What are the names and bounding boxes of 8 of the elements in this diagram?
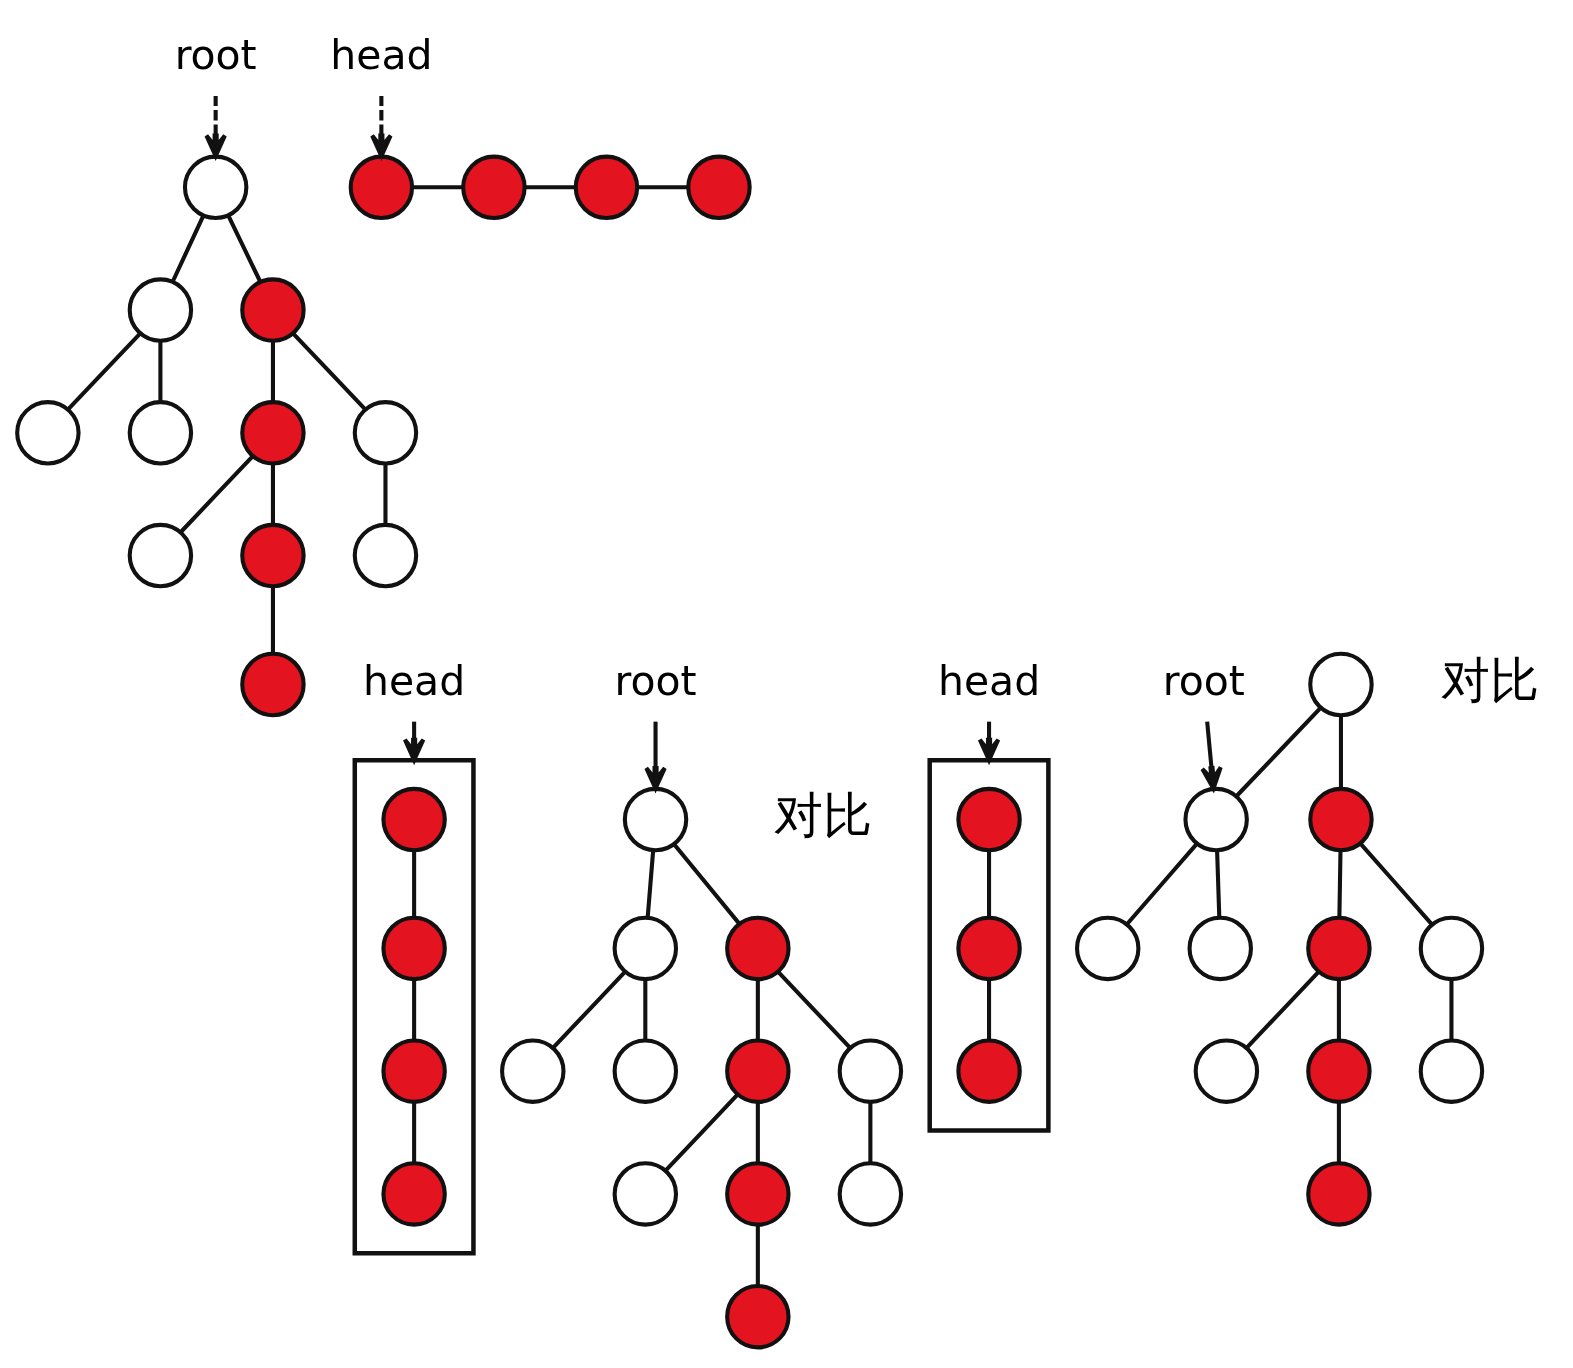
label: 对比 xyxy=(1440,650,1539,709)
node-text: root xyxy=(1162,656,1245,705)
node-text: root xyxy=(174,30,257,79)
label: 对比 xyxy=(773,785,872,844)
node-text: head xyxy=(329,30,432,79)
node-text: head xyxy=(362,656,465,705)
node-text: head xyxy=(937,656,1040,705)
node-text: root xyxy=(614,656,697,705)
